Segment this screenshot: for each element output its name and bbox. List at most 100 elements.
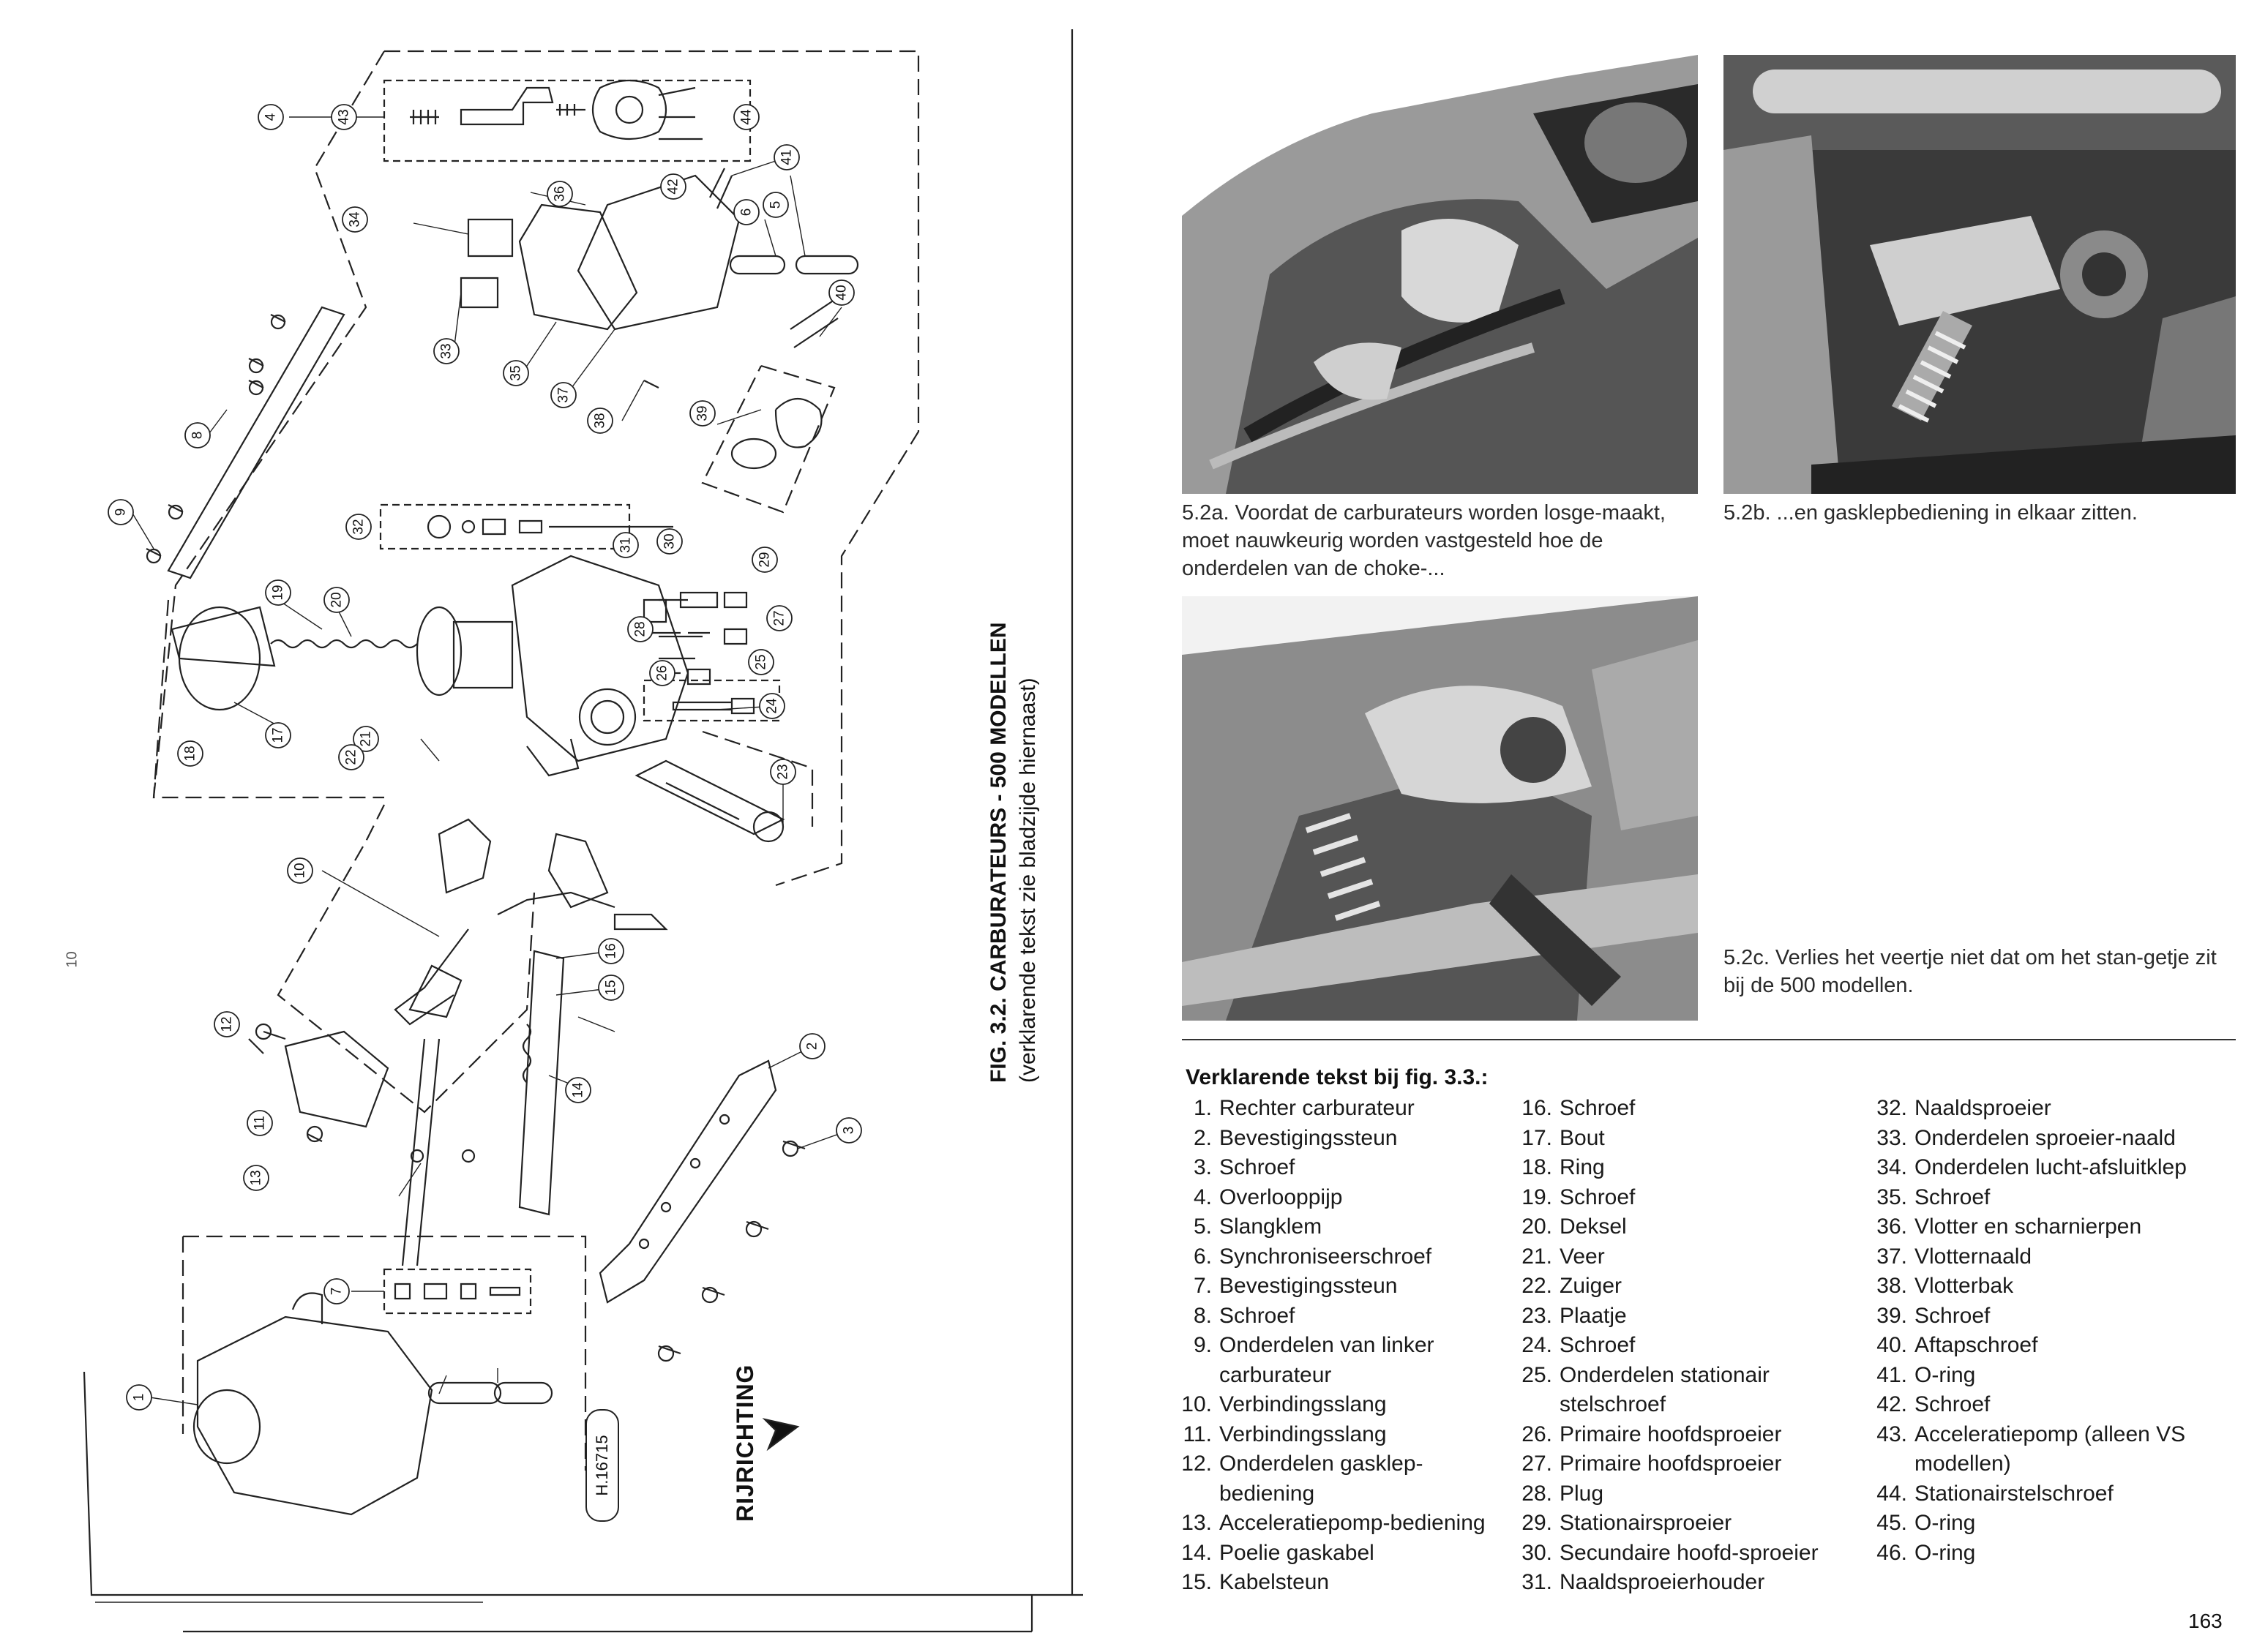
legend-item-number: 11. xyxy=(1183,1422,1212,1446)
legend-item-number: 21. xyxy=(1521,1244,1552,1269)
callout-circle xyxy=(353,726,379,752)
callout-number: 22 xyxy=(344,749,359,765)
legend-item: 1.Rechter carburateur xyxy=(1171,1094,1493,1124)
callout-number: 37 xyxy=(556,387,572,402)
legend-item-text: Acceleratiepomp (alleen VS modellen) xyxy=(1914,1422,2186,1476)
legend-item-number: 14. xyxy=(1181,1540,1212,1565)
callout-circle xyxy=(503,360,529,386)
callout-number: 25 xyxy=(754,654,769,669)
linkage-group xyxy=(394,818,668,1266)
callout-circle xyxy=(799,1033,826,1059)
callout-circle xyxy=(265,579,291,606)
margin-mark: 10 xyxy=(64,951,81,968)
callout-number: 13 xyxy=(249,1170,264,1185)
legend-item-number: 25. xyxy=(1521,1362,1552,1387)
legend-item-text: Schroef xyxy=(1560,1096,1636,1120)
legend-item: 28.Plug xyxy=(1511,1479,1826,1509)
legend-item-number: 8. xyxy=(1193,1303,1212,1328)
legend-item: 5.Slangklem xyxy=(1171,1212,1493,1242)
rod-and-screws xyxy=(146,306,345,579)
photo-5-2c-caption: 5.2c. Verlies het veertje niet dat om he… xyxy=(1723,946,2217,997)
legend-item-number: 15. xyxy=(1181,1570,1212,1594)
photo-5-2b-caption: 5.2b. ...en gasklepbediening in elkaar z… xyxy=(1723,501,2138,525)
legend-item: 29.Stationairsproeier xyxy=(1511,1509,1826,1539)
legend-item: 46.O-ring xyxy=(1866,1539,2210,1569)
legend-item: 27.Primaire hoofdsproeier xyxy=(1511,1449,1826,1479)
callout-circle xyxy=(613,532,639,558)
legend-item-text: Synchroniseerschroef xyxy=(1219,1244,1432,1269)
callout-circle xyxy=(323,587,350,613)
float-bowl-group xyxy=(460,168,859,470)
legend-item-text: Veer xyxy=(1560,1244,1605,1269)
legend-item-number: 42. xyxy=(1876,1392,1907,1416)
legend-item-text: Onderdelen gasklep-bediening xyxy=(1219,1452,1423,1506)
legend-item-text: Bevestigingssteun xyxy=(1219,1125,1398,1150)
legend-item-number: 13. xyxy=(1181,1511,1212,1535)
legend-item: 45.O-ring xyxy=(1866,1509,2210,1539)
throttle-lever-group xyxy=(248,1023,389,1143)
callout-circle xyxy=(338,744,364,770)
callout-number: 31 xyxy=(618,537,634,552)
callout-number: 32 xyxy=(351,519,367,534)
callout-circle xyxy=(433,338,460,364)
legend-item-text: Naaldsproeierhouder xyxy=(1560,1570,1765,1594)
callout-circle xyxy=(214,1011,240,1037)
callout-number: 36 xyxy=(553,186,568,201)
legend-item-number: 41. xyxy=(1876,1362,1907,1387)
callout-circle xyxy=(656,528,683,555)
legend-item: 23.Plaatje xyxy=(1511,1302,1826,1332)
legend-item-text: Schroef xyxy=(1914,1303,1991,1328)
legend-item: 17.Bout xyxy=(1511,1124,1826,1154)
photo-5-2a-caption: 5.2a. Voordat de carburateurs worden los… xyxy=(1182,501,1666,580)
callout-number: 30 xyxy=(662,533,678,549)
legend-item: 32.Naaldsproeier xyxy=(1866,1094,2210,1124)
legend-item: 38.Vlotterbak xyxy=(1866,1272,2210,1302)
callout-number: 12 xyxy=(220,1016,235,1032)
callout-number: 19 xyxy=(271,585,286,600)
legend-item: 24.Schroef xyxy=(1511,1331,1826,1361)
plate-screw-group xyxy=(635,759,785,843)
legend-item-text: Overlooppijp xyxy=(1219,1184,1343,1209)
legend-item-text: Poelie gaskabel xyxy=(1219,1540,1374,1565)
callout-circle xyxy=(323,1278,350,1304)
legend-item: 34.Onderdelen lucht-afsluitklep xyxy=(1866,1153,2210,1183)
callout-circle xyxy=(770,759,796,785)
callout-number: 44 xyxy=(739,109,755,125)
legend-item-number: 10. xyxy=(1181,1392,1212,1416)
legend-item: 21. Veer xyxy=(1511,1242,1826,1272)
callout-circle xyxy=(342,206,368,233)
legend-item: 41.O-ring xyxy=(1866,1361,2210,1391)
legend-item: 43.Acceleratiepomp (alleen VS modellen) xyxy=(1866,1420,2210,1479)
legend-item-text: Deksel xyxy=(1560,1214,1627,1239)
callout-number: 15 xyxy=(604,980,619,995)
callout-circle xyxy=(177,740,203,767)
callout-number: 34 xyxy=(348,211,363,228)
legend-item: 20.Deksel xyxy=(1511,1212,1826,1242)
legend-item-number: 32. xyxy=(1876,1096,1907,1120)
legend-item: 42.Schroef xyxy=(1866,1390,2210,1420)
legend-item-number: 1. xyxy=(1193,1096,1212,1120)
legend-item: 3.Schroef xyxy=(1171,1153,1493,1183)
callout-circle xyxy=(265,722,291,748)
legend-item: 11.Verbindingsslang xyxy=(1171,1420,1493,1450)
section-divider xyxy=(1182,1039,2236,1040)
right-carburettor xyxy=(192,1292,553,1516)
callout-number: 5 xyxy=(768,201,784,209)
legend-item-text: Schroef xyxy=(1219,1155,1295,1179)
legend-item-number: 35. xyxy=(1876,1184,1907,1209)
figure-caption-subtitle: (verklarende tekst zie bladzijde hiernaa… xyxy=(1016,677,1040,1083)
legend-item: 13.Acceleratiepomp-bediening xyxy=(1171,1509,1493,1539)
legend-item-text: Primaire hoofdsproeier xyxy=(1560,1452,1782,1476)
legend-item-number: 22. xyxy=(1521,1274,1552,1298)
callout-number: 9 xyxy=(113,508,129,517)
needle-jet-group xyxy=(427,514,673,539)
legend-item: 7.Bevestigingssteun xyxy=(1171,1272,1493,1302)
callout-number: 28 xyxy=(633,621,648,637)
callout-circle xyxy=(649,660,675,686)
assembly-outline xyxy=(152,50,920,1471)
legend-item: 8.Schroef xyxy=(1171,1302,1493,1332)
legend-item-text: Vlotter en scharnierpen xyxy=(1914,1214,2142,1239)
legend-item: 30.Secundaire hoofd-sproeier xyxy=(1511,1539,1826,1569)
